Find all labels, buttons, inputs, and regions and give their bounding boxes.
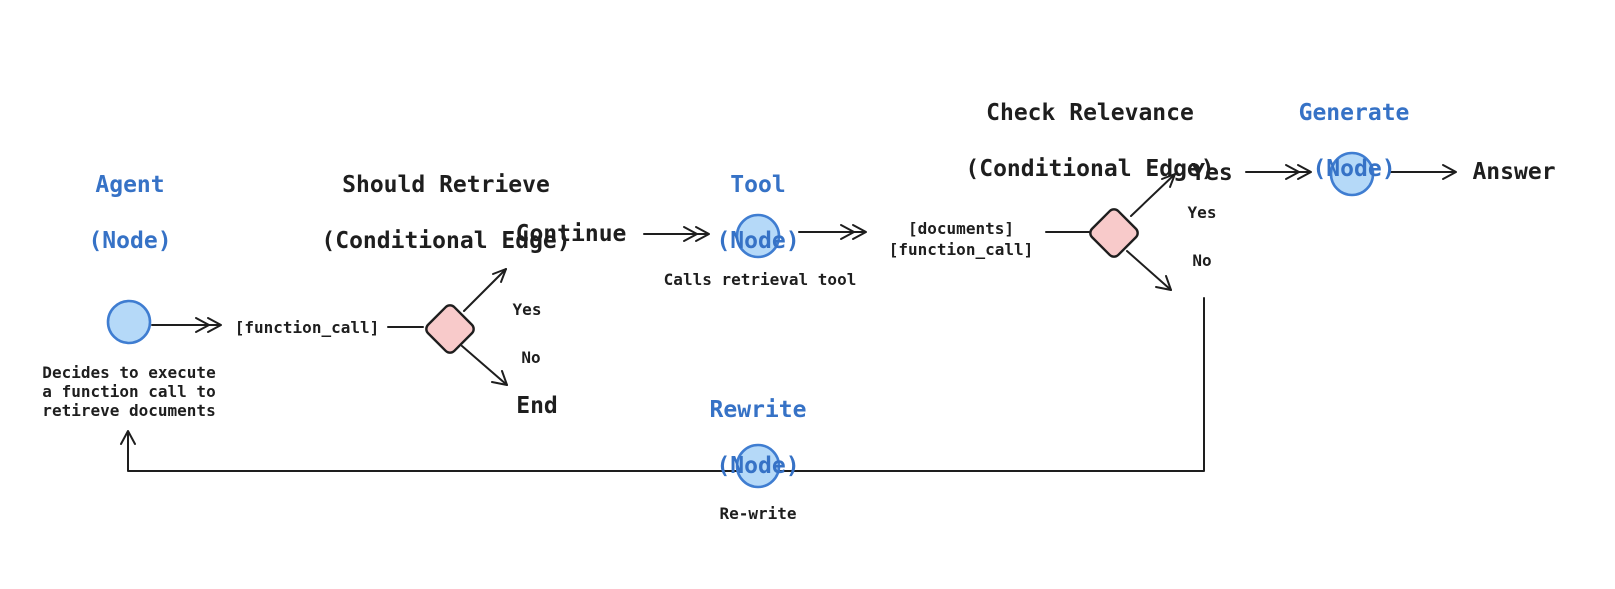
agent-description: Decides to execute a function call to re… [42, 363, 216, 420]
check-relevance-yes-target-label: Yes [1191, 160, 1233, 186]
should-retrieve-title: Should Retrieve (Conditional Edge) [321, 143, 570, 283]
agent-node-title: Agent (Node) [88, 143, 171, 283]
agent-title-text: Agent [95, 172, 165, 198]
continue-target-label: Continue [515, 221, 627, 247]
check-relevance-title: Check Relevance (Conditional Edge) [965, 71, 1214, 211]
yes-to-generate-arrow [1245, 164, 1312, 180]
function-call-edge-label: [function_call] [234, 318, 380, 337]
documents-edge-label: [documents] [function_call] [888, 219, 1034, 259]
check-relevance-no-label: No [1192, 251, 1212, 270]
generate-title-text: Generate [1298, 100, 1410, 126]
continue-to-tool-arrow [643, 226, 710, 242]
should-retrieve-subtitle-text: (Conditional Edge) [321, 228, 571, 254]
check-relevance-yes-arrow [1130, 173, 1176, 217]
should-retrieve-title-text: Should Retrieve [342, 172, 550, 198]
rewrite-loop-arrow [120, 297, 1205, 472]
should-retrieve-yes-label: Yes [512, 300, 542, 319]
tool-node-title: Tool (Node) [716, 143, 799, 283]
agent-node-circle [106, 299, 152, 345]
check-relevance-title-text: Check Relevance [986, 100, 1194, 126]
answer-label: Answer [1472, 159, 1556, 185]
check-relevance-subtitle-text: (Conditional Edge) [965, 156, 1215, 182]
generate-node-circle [1329, 151, 1375, 197]
tool-caption: Calls retrieval tool [663, 270, 857, 289]
generate-node-title: Generate (Node) [1299, 71, 1410, 211]
tool-subtitle-text: (Node) [716, 228, 800, 254]
generate-subtitle-text: (Node) [1312, 156, 1396, 182]
end-target-label: End [516, 393, 558, 419]
check-relevance-yes-label: Yes [1187, 203, 1217, 222]
agent-to-function-call-arrow [151, 317, 222, 333]
agent-subtitle-text: (Node) [88, 228, 172, 254]
tool-title-text: Tool [730, 172, 786, 198]
should-retrieve-yes-arrow [463, 268, 507, 312]
generate-to-answer-arrow [1389, 164, 1457, 180]
should-retrieve-decision-diamond [425, 304, 475, 354]
tool-node-circle [735, 213, 781, 259]
rewrite-caption: Re-write [719, 504, 797, 523]
should-retrieve-no-arrow [461, 345, 508, 386]
rewrite-node-circle [735, 443, 781, 489]
should-retrieve-no-label: No [521, 348, 541, 367]
rewrite-node-title: Rewrite (Node) [710, 368, 807, 508]
check-relevance-no-arrow [1126, 250, 1172, 291]
rewrite-subtitle-text: (Node) [716, 453, 800, 479]
check-relevance-decision-diamond [1089, 208, 1139, 258]
tool-to-documents-arrow [798, 224, 867, 240]
rewrite-title-text: Rewrite [709, 397, 807, 423]
